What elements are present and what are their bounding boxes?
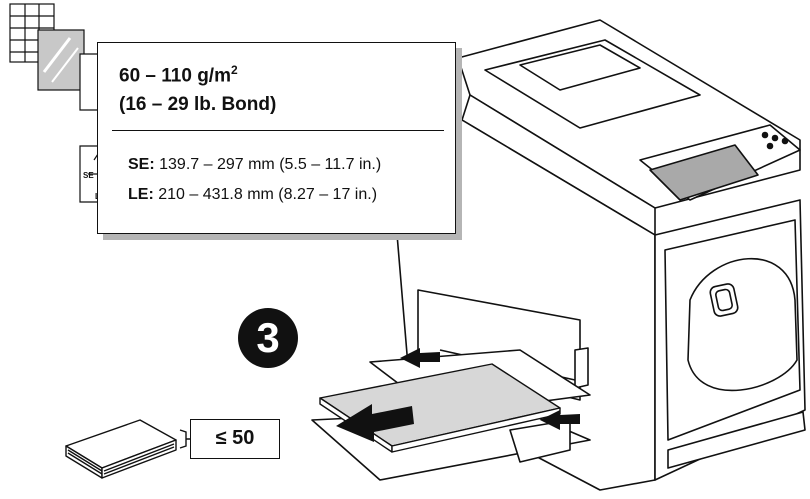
le-dimension: LE: 210 – 431.8 mm (8.27 – 17 in.) bbox=[128, 186, 377, 204]
weight-metric: 60 – 110 g/m bbox=[119, 65, 231, 87]
spec-divider bbox=[112, 130, 444, 131]
paper-spec-box bbox=[97, 42, 456, 234]
le-value: 210 – 431.8 mm (8.27 – 17 in.) bbox=[153, 186, 378, 203]
weight-imperial: (16 – 29 lb. Bond) bbox=[119, 94, 277, 116]
icon-se-label: SE bbox=[83, 171, 94, 180]
sheet-capacity-box: ≤ 50 bbox=[190, 419, 280, 459]
weight-unit-exponent: 2 bbox=[230, 63, 238, 77]
guide-arrow-bottom bbox=[540, 410, 580, 430]
printer-body bbox=[394, 19, 806, 491]
paper-weight: 60 – 110 g/m2 (16 – 29 lb. Bond) bbox=[119, 56, 276, 119]
se-value: 139.7 – 297 mm (5.5 – 11.7 in.) bbox=[154, 156, 382, 173]
se-label: SE: bbox=[128, 156, 155, 173]
transparency-icon bbox=[37, 29, 85, 91]
guide-arrow-top bbox=[400, 348, 440, 368]
step-number-badge: 3 bbox=[238, 308, 298, 368]
se-dimension: SE: 139.7 – 297 mm (5.5 – 11.7 in.) bbox=[128, 156, 381, 174]
le-label: LE: bbox=[128, 186, 154, 203]
insert-arrow bbox=[336, 404, 414, 442]
paper-stack-icon bbox=[65, 419, 177, 479]
capacity-bracket bbox=[179, 429, 190, 449]
